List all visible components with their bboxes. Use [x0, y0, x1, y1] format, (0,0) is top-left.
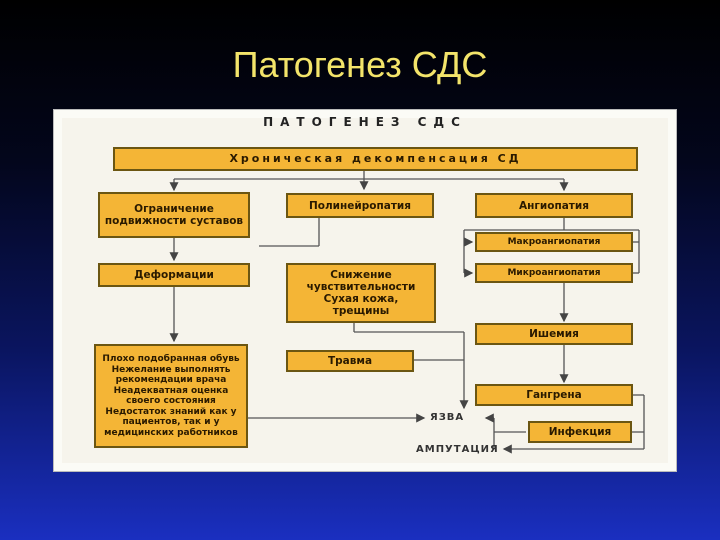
- box-limited-mobility: Ограничение подвижности суставов: [98, 192, 250, 238]
- box-infection: Инфекция: [528, 421, 632, 443]
- diagram-title: ПАТОГЕНЕЗ СДС: [263, 115, 467, 129]
- slide-title: Патогенез СДС: [232, 44, 488, 85]
- box-macroangiopathy: Макроангиопатия: [475, 232, 633, 252]
- box-gangrene: Гангрена: [475, 384, 633, 406]
- connector-lines: [169, 171, 645, 454]
- diagram-panel: ПАТОГЕНЕЗ СДС Хроническая декомпенсация …: [53, 109, 677, 472]
- box-trauma: Травма: [286, 350, 414, 372]
- box-reduced-sensitivity: Снижение чувствительности Сухая кожа, тр…: [286, 263, 436, 323]
- box-angiopathy: Ангиопатия: [475, 193, 633, 218]
- box-causes: Плохо подобранная обувь Нежелание выполн…: [94, 344, 248, 448]
- box-chronic-decompensation: Хроническая декомпенсация СД: [113, 147, 638, 171]
- box-microangiopathy: Микроангиопатия: [475, 263, 633, 283]
- label-ulcer: ЯЗВА: [430, 412, 465, 423]
- label-amputation: АМПУТАЦИЯ: [416, 444, 499, 455]
- box-deformations: Деформации: [98, 263, 250, 287]
- box-polyneuropathy: Полинейропатия: [286, 193, 434, 218]
- box-ischemia: Ишемия: [475, 323, 633, 345]
